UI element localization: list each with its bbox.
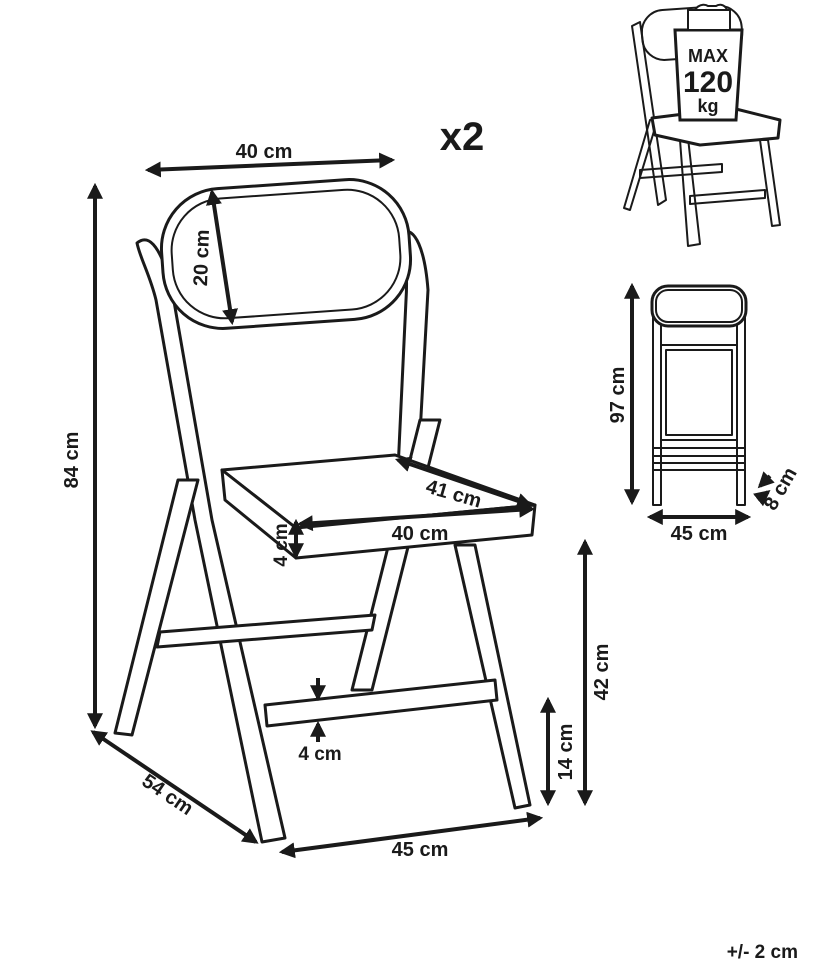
left-back-frame <box>135 238 287 844</box>
cap-front-leg <box>679 137 701 247</box>
dim-base-width <box>278 811 544 859</box>
label-seat-width: 40 cm <box>392 523 449 545</box>
label-folded-width: 45 cm <box>671 523 728 545</box>
folded-backrest-inner <box>655 289 743 323</box>
capacity-max: MAX <box>688 46 728 66</box>
folded-left-frame <box>652 299 662 506</box>
weight-neck <box>687 9 731 31</box>
dim-seat-width <box>296 501 536 532</box>
label-total-height: 84 cm <box>61 432 83 489</box>
capacity-unit: kg <box>697 96 718 116</box>
label-backrest-height: 20 cm <box>190 229 214 286</box>
folded-chair-drawing <box>650 284 748 506</box>
cap-right-rear-leg <box>759 139 781 227</box>
folded-seat <box>660 344 738 441</box>
label-base-width: 45 cm <box>392 839 449 861</box>
label-folded-depth: 8 cm <box>760 464 802 514</box>
tolerance-note: +/- 2 cm <box>727 942 798 963</box>
cap-stretcher-2 <box>689 189 766 205</box>
right-rear-leg <box>453 543 532 810</box>
dim-seat-depth <box>394 456 534 509</box>
main-dimension-lines <box>87 152 593 859</box>
label-depth: 54 cm <box>138 770 197 820</box>
label-folded-height: 97 cm <box>607 367 629 424</box>
dim-folded-depth-b <box>753 490 771 507</box>
label-stretcher-thickness: 4 cm <box>298 744 341 765</box>
backrest-inner <box>170 188 402 320</box>
upper-stretcher <box>155 613 377 649</box>
cap-stretcher-1 <box>639 163 723 179</box>
folded-seat-inner <box>665 349 733 436</box>
lower-stretcher <box>263 678 499 728</box>
label-stretcher-height: 14 cm <box>555 724 577 781</box>
dim-backrest-width <box>144 152 396 178</box>
capacity-value: 120 <box>683 66 733 99</box>
dim-backrest-height <box>206 188 238 326</box>
dim-folded-depth-a <box>757 471 775 489</box>
label-seat-height: 42 cm <box>591 644 613 701</box>
folded-right-frame <box>736 299 746 506</box>
quantity-label: x2 <box>440 115 485 159</box>
capacity-chair-drawing <box>623 3 782 247</box>
dim-depth <box>90 730 259 844</box>
label-seat-thickness: 4 cm <box>271 523 292 566</box>
left-front-leg <box>113 478 200 737</box>
label-backrest-width: 40 cm <box>236 141 293 163</box>
folded-backrest <box>650 284 748 328</box>
